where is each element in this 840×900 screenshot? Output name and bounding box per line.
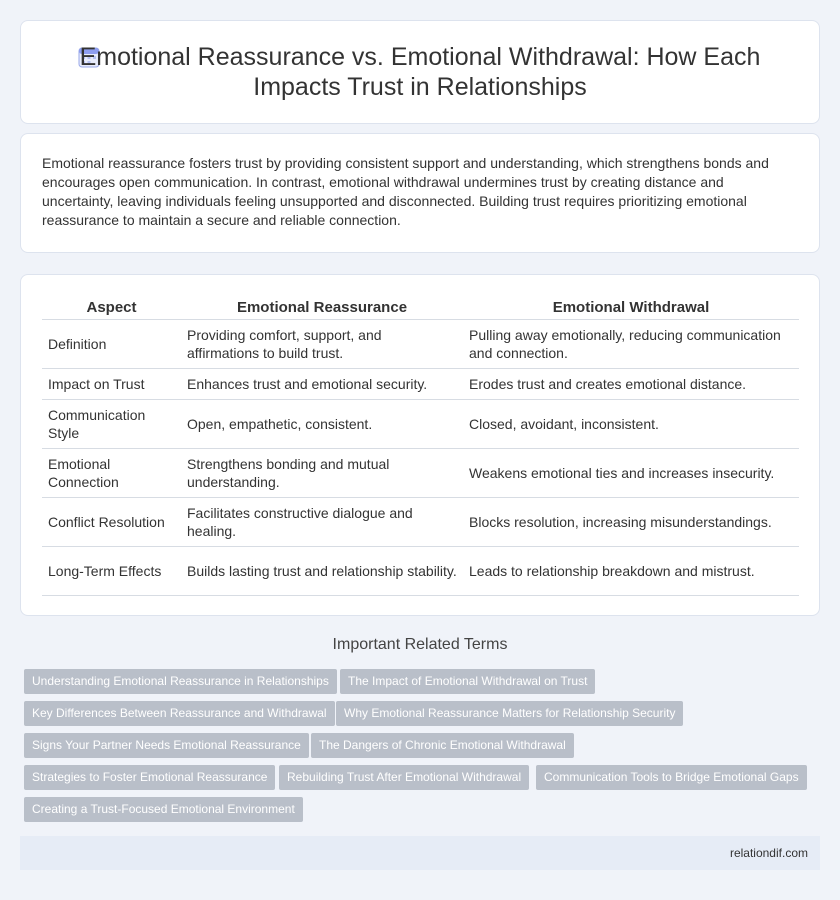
table-cell: Facilitates constructive dialogue and he… <box>181 497 463 547</box>
table-cell: Enhances trust and emotional security. <box>181 368 463 400</box>
comparison-card: Aspect Emotional Reassurance Emotional W… <box>20 274 820 616</box>
table-cell: Emotional Connection <box>42 448 181 498</box>
related-term-tag[interactable]: The Impact of Emotional Withdrawal on Tr… <box>340 669 596 694</box>
column-header: Emotional Reassurance <box>181 295 463 320</box>
page-title: Emotional Reassurance vs. Emotional With… <box>79 43 761 101</box>
column-header: Emotional Withdrawal <box>463 295 799 320</box>
footer: relationdif.com <box>20 836 820 870</box>
table-row: Conflict Resolution Facilitates construc… <box>42 497 799 547</box>
summary-card: Emotional reassurance fosters trust by p… <box>20 133 820 253</box>
table-cell: Weakens emotional ties and increases ins… <box>463 448 799 498</box>
related-term-tag[interactable]: Creating a Trust-Focused Emotional Envir… <box>24 797 303 822</box>
table-cell: Impact on Trust <box>42 368 181 400</box>
table-cell: Long-Term Effects <box>42 546 181 596</box>
table-row: Definition Providing comfort, support, a… <box>42 319 799 369</box>
title-card: Emotional Reassurance vs. Emotional With… <box>20 20 820 124</box>
summary-text: Emotional reassurance fosters trust by p… <box>42 155 769 228</box>
table-cell: Providing comfort, support, and affirmat… <box>181 319 463 369</box>
table-cell: Blocks resolution, increasing misunderst… <box>463 497 799 547</box>
column-header: Aspect <box>42 295 181 320</box>
related-term-tag[interactable]: The Dangers of Chronic Emotional Withdra… <box>311 733 574 758</box>
table-row: Long-Term Effects Builds lasting trust a… <box>42 546 799 596</box>
table-cell: Conflict Resolution <box>42 497 181 547</box>
related-terms-heading: Important Related Terms <box>332 636 508 653</box>
table-row: Communication Style Open, empathetic, co… <box>42 399 799 449</box>
comparison-table: Aspect Emotional Reassurance Emotional W… <box>42 295 799 596</box>
table-row: Emotional Connection Strengthens bonding… <box>42 448 799 498</box>
related-term-tag[interactable]: Rebuilding Trust After Emotional Withdra… <box>279 765 530 790</box>
related-term-tag[interactable]: Signs Your Partner Needs Emotional Reass… <box>24 733 309 758</box>
site-name[interactable]: relationdif.com <box>729 846 808 860</box>
related-term-tag[interactable]: Strategies to Foster Emotional Reassuran… <box>24 765 276 790</box>
table-cell: Pulling away emotionally, reducing commu… <box>463 319 799 369</box>
related-term-tag[interactable]: Understanding Emotional Reassurance in R… <box>24 669 337 694</box>
related-term-tag[interactable]: Key Differences Between Reassurance and … <box>24 701 335 726</box>
table-cell: Open, empathetic, consistent. <box>181 399 463 449</box>
related-term-tag[interactable]: Why Emotional Reassurance Matters for Re… <box>336 701 684 726</box>
table-cell: Strengthens bonding and mutual understan… <box>181 448 463 498</box>
table-cell: Erodes trust and creates emotional dista… <box>463 368 799 400</box>
calendar-icon <box>78 47 100 68</box>
table-cell: Communication Style <box>42 399 181 449</box>
table-cell: Leads to relationship breakdown and mist… <box>463 546 799 596</box>
table-cell: Closed, avoidant, inconsistent. <box>463 399 799 449</box>
table-row: Impact on Trust Enhances trust and emoti… <box>42 368 799 400</box>
related-term-tag[interactable]: Communication Tools to Bridge Emotional … <box>536 765 807 790</box>
table-cell: Definition <box>42 319 181 369</box>
table-cell: Builds lasting trust and relationship st… <box>181 546 463 596</box>
table-header-row: Aspect Emotional Reassurance Emotional W… <box>42 295 799 320</box>
